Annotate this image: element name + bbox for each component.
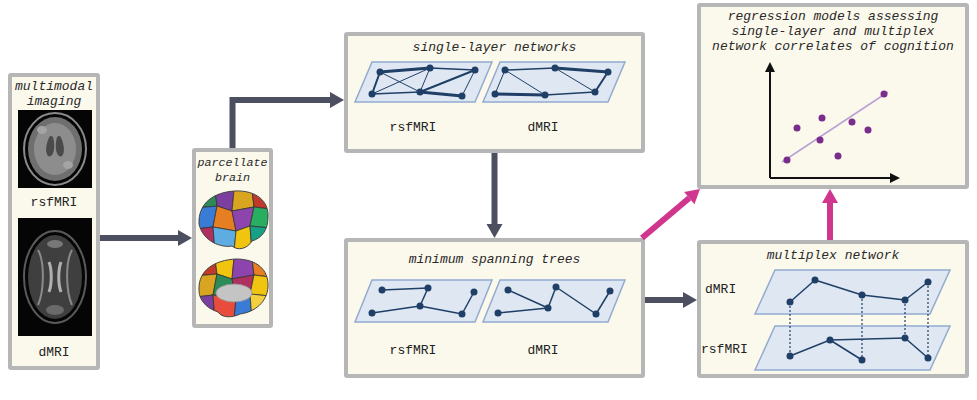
- modality-label: dMRI: [705, 282, 745, 297]
- modality-label: rsfMRI: [358, 120, 468, 135]
- flow-arrow: [100, 230, 192, 246]
- modality-label: rsfMRI: [12, 195, 96, 210]
- modality-label: dMRI: [488, 343, 598, 358]
- spanning-tree-planes: [355, 280, 625, 322]
- brain-medial: [196, 258, 270, 320]
- brain-lateral: [196, 190, 270, 252]
- modality-label: rsfMRI: [701, 342, 753, 357]
- flow-arrow: [487, 153, 503, 238]
- flow-arrow: [645, 292, 697, 308]
- panel-heading: regression models assessing single-layer…: [708, 9, 958, 54]
- dmri-scan: [18, 218, 92, 336]
- flow-arrow: [642, 189, 700, 238]
- panel-heading: single-layer networks: [348, 40, 641, 55]
- modality-label: rsfMRI: [358, 343, 468, 358]
- modality-label: dMRI: [488, 120, 598, 135]
- rsfmri-scan: [18, 110, 92, 188]
- panel-heading: parcellate brain: [196, 156, 269, 186]
- flow-arrow: [233, 92, 345, 148]
- multiplex-planes: [755, 270, 950, 370]
- modality-label: dMRI: [12, 345, 96, 360]
- scatter-plot: [765, 62, 900, 183]
- panel-box: regression models assessing single-layer…: [697, 3, 969, 189]
- single-layer-planes: [355, 62, 625, 102]
- panel-heading: multimodal imaging: [12, 79, 96, 109]
- panel-heading: minimum spanning trees: [348, 252, 641, 267]
- flow-arrow: [822, 189, 838, 240]
- panel-heading: multiplex network: [701, 248, 965, 263]
